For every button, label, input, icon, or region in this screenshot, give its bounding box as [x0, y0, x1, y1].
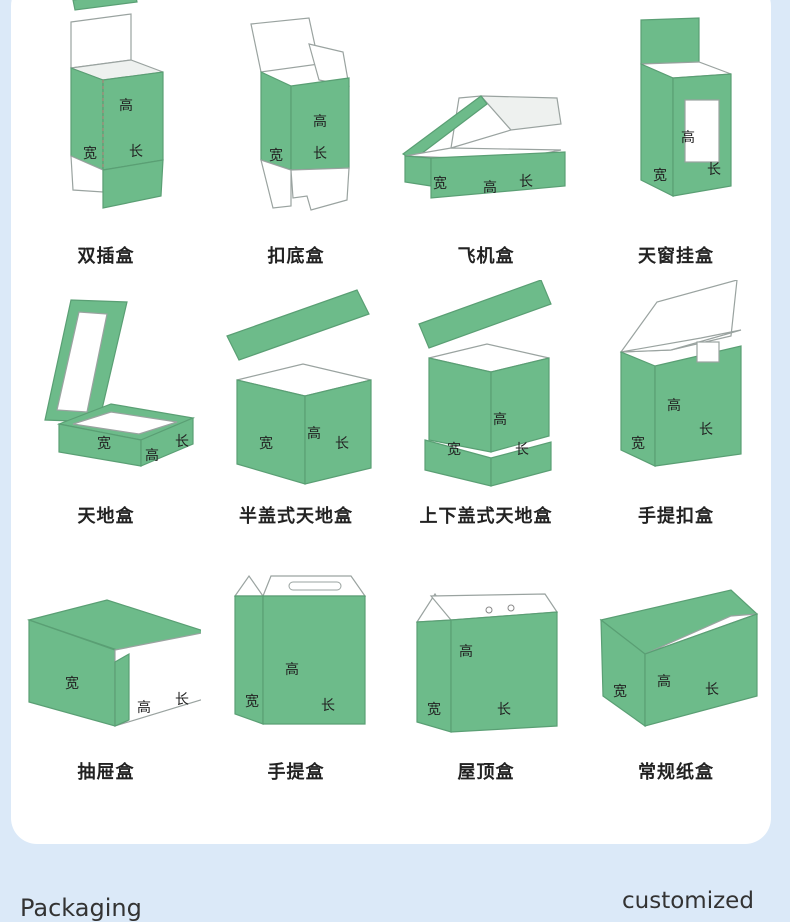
width-label: 宽	[613, 683, 627, 700]
footer-right-text: customized	[622, 888, 754, 914]
box-label: 上下盖式天地盒	[419, 506, 553, 527]
tuck-end-box-icon: 高 宽 长	[70, 0, 164, 209]
box-item-regular[interactable]: 宽 高 长 常规纸盒	[581, 570, 771, 850]
height-label: 高	[483, 179, 497, 196]
width-label: 宽	[433, 175, 447, 192]
length-label: 长	[129, 144, 143, 160]
regular-carton-icon: 宽 高 长	[599, 589, 759, 728]
length-label: 长	[175, 434, 189, 450]
width-label: 宽	[427, 701, 441, 718]
box-item-handle[interactable]: 高 宽 长 手提盒	[201, 570, 391, 850]
length-label: 长	[497, 702, 511, 718]
length-label: 长	[519, 174, 533, 190]
length-label: 长	[707, 162, 721, 178]
footer-left-text: Packaging	[20, 894, 142, 922]
height-label: 高	[119, 97, 133, 114]
height-label: 高	[137, 699, 151, 716]
width-label: 宽	[83, 145, 97, 162]
length-label: 长	[313, 146, 327, 162]
height-label: 高	[313, 113, 327, 130]
box-label: 手提盒	[267, 762, 325, 783]
height-label: 高	[145, 447, 159, 464]
mailer-box-icon: 宽 高 长	[401, 95, 566, 199]
length-label: 长	[515, 442, 529, 458]
box-item-drawer[interactable]: 宽 高 长 抽屉盒	[11, 570, 201, 850]
box-item-top-bottom-lid[interactable]: 高 宽 长 上下盖式天地盒	[391, 280, 581, 560]
box-label: 扣底盒	[267, 246, 325, 267]
box-label: 半盖式天地盒	[239, 506, 353, 527]
box-label: 天地盒	[77, 506, 135, 527]
box-label: 常规纸盒	[638, 762, 714, 783]
box-item-lid-base[interactable]: 宽 高 长 天地盒	[11, 280, 201, 560]
gable-roof-box-icon: 高 宽 长	[415, 592, 559, 733]
width-label: 宽	[245, 693, 259, 710]
height-label: 高	[307, 425, 321, 442]
width-label: 宽	[259, 435, 273, 452]
box-item-half-lid[interactable]: 宽 高 长 半盖式天地盒	[201, 280, 391, 560]
box-item-handle-lock[interactable]: 高 宽 长 手提扣盒	[581, 280, 771, 560]
width-label: 宽	[269, 147, 283, 164]
width-label: 宽	[97, 435, 111, 452]
box-item-lock-bottom[interactable]: 高 宽 长 扣底盒	[201, 0, 391, 280]
window-hanger-box-icon: 高 宽 长	[640, 17, 732, 197]
height-label: 高	[657, 673, 671, 690]
drawer-box-icon: 宽 高 长	[26, 599, 201, 727]
length-label: 长	[175, 692, 189, 708]
box-label: 飞机盒	[457, 246, 515, 267]
box-catalog-card: 高 宽 长 双插盒 高 宽 长 扣底盒 宽 高 长	[11, 0, 771, 844]
box-item-window-hanger[interactable]: 高 宽 长 天窗挂盒	[581, 0, 771, 280]
lock-bottom-box-icon: 高 宽 长	[250, 17, 350, 211]
height-label: 高	[667, 397, 681, 414]
lid-base-box-icon: 宽 高 长	[44, 299, 196, 467]
length-label: 长	[335, 436, 349, 452]
box-label: 天窗挂盒	[638, 246, 714, 267]
length-label: 长	[705, 682, 719, 698]
box-item-mailer[interactable]: 宽 高 长 飞机盒	[391, 0, 581, 280]
length-label: 长	[699, 422, 713, 438]
handle-box-icon: 高 宽 长	[233, 574, 367, 725]
box-label: 屋顶盒	[457, 762, 515, 783]
height-label: 高	[459, 643, 473, 660]
box-item-gable-roof[interactable]: 高 宽 长 屋顶盒	[391, 570, 581, 850]
box-item-tuck-end[interactable]: 高 宽 长 双插盒	[11, 0, 201, 280]
width-label: 宽	[65, 675, 79, 692]
box-label: 双插盒	[77, 246, 135, 267]
width-label: 宽	[447, 441, 461, 458]
half-lid-box-icon: 宽 高 长	[226, 289, 372, 485]
handle-lock-box-icon: 高 宽 长	[619, 280, 742, 467]
width-label: 宽	[653, 167, 667, 184]
top-bottom-lid-box-icon: 高 宽 长	[418, 280, 552, 487]
height-label: 高	[493, 411, 507, 428]
box-label: 手提扣盒	[638, 506, 714, 527]
height-label: 高	[681, 129, 695, 146]
length-label: 长	[321, 698, 335, 714]
height-label: 高	[285, 661, 299, 678]
box-label: 抽屉盒	[77, 762, 135, 783]
width-label: 宽	[631, 435, 645, 452]
